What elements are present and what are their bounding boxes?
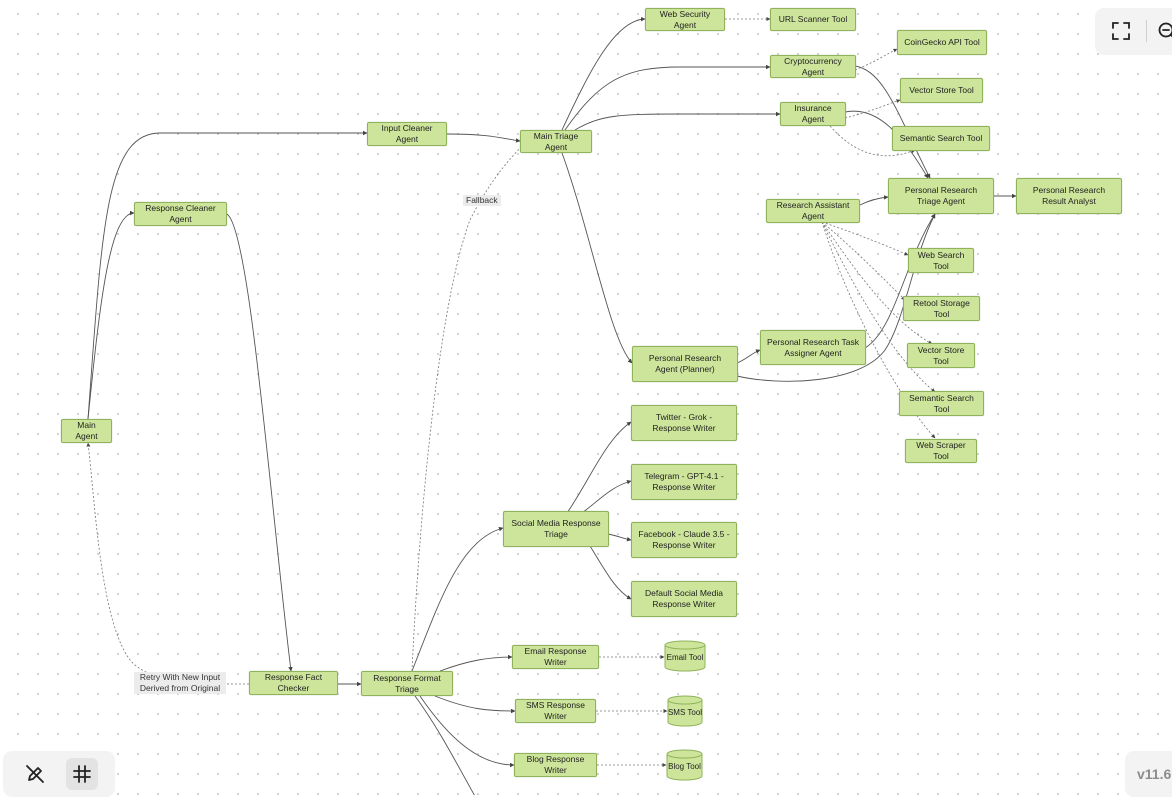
- node-response-cleaner-agent[interactable]: Response Cleaner Agent: [134, 202, 227, 226]
- edge-format-triage-offscreen: [415, 696, 476, 795]
- node-email-tool[interactable]: Email Tool: [664, 640, 706, 672]
- node-default-social-writer[interactable]: Default Social Media Response Writer: [631, 581, 737, 617]
- node-retool-storage-tool[interactable]: Retool Storage Tool: [903, 296, 980, 321]
- node-cryptocurrency-agent[interactable]: Cryptocurrency Agent: [770, 55, 856, 78]
- node-web-search-tool[interactable]: Web Search Tool: [908, 248, 974, 273]
- fullscreen-icon[interactable]: [1105, 15, 1137, 47]
- edge-ra-retool: [822, 222, 905, 300]
- edge-label-retry: Retry With New Input Derived from Origin…: [134, 672, 226, 694]
- node-twitter-response-writer[interactable]: Twitter - Grok - Response Writer: [631, 405, 737, 441]
- node-input-cleaner-agent[interactable]: Input Cleaner Agent: [367, 122, 447, 146]
- node-pr-planner-agent[interactable]: Personal Research Agent (Planner): [632, 346, 738, 382]
- edge-response-cleaner-fact-checker: [227, 214, 291, 671]
- db-label: Email Tool: [664, 653, 706, 662]
- db-label: SMS Tool: [667, 708, 703, 717]
- node-response-fact-checker[interactable]: Response Fact Checker: [249, 671, 338, 695]
- node-pr-task-assigner-agent[interactable]: Personal Research Task Assigner Agent: [760, 330, 866, 365]
- edge-planner-task-assigner: [737, 350, 760, 363]
- node-pr-result-analyst[interactable]: Personal Research Result Analyst: [1016, 178, 1122, 214]
- edge-retry-main: [88, 443, 249, 684]
- version-label: v11.6: [1137, 766, 1171, 782]
- view-controls-panel: [1095, 8, 1172, 55]
- node-main-triage-agent[interactable]: Main Triage Agent: [520, 130, 592, 153]
- node-response-format-triage[interactable]: Response Format Triage: [361, 671, 453, 696]
- node-telegram-response-writer[interactable]: Telegram - GPT-4.1 - Response Writer: [631, 464, 737, 500]
- node-insurance-agent[interactable]: Insurance Agent: [780, 102, 846, 126]
- bottom-tools-panel: [3, 751, 115, 797]
- node-facebook-response-writer[interactable]: Facebook - Claude 3.5 - Response Writer: [631, 522, 737, 558]
- version-panel: v11.6: [1125, 751, 1172, 797]
- db-label: Blog Tool: [666, 762, 703, 771]
- edge-main-triage-web-security: [562, 19, 645, 130]
- edge-format-triage-email: [440, 657, 512, 671]
- node-url-scanner-tool[interactable]: URL Scanner Tool: [770, 8, 856, 31]
- edge-main-triage-planner: [562, 153, 632, 363]
- edge-social-facebook: [608, 534, 631, 540]
- zoom-icon[interactable]: [1151, 15, 1172, 47]
- node-web-scraper-tool[interactable]: Web Scraper Tool: [905, 439, 977, 463]
- edge-task-assigner-pr-triage: [865, 214, 935, 348]
- node-semantic-search-tool-1[interactable]: Semantic Search Tool: [892, 126, 990, 151]
- edge-label-fallback: Fallback: [463, 195, 501, 206]
- edge-format-triage-sms: [435, 696, 515, 711]
- edge-input-cleaner-main-triage: [447, 134, 520, 141]
- edge-main-input-cleaner: [88, 133, 367, 419]
- edge-social-twitter: [565, 422, 631, 516]
- node-vector-store-tool-1[interactable]: Vector Store Tool: [900, 78, 983, 103]
- edge-format-triage-fallback: [412, 132, 538, 671]
- edge-format-triage-social: [412, 528, 503, 671]
- pen-off-icon[interactable]: [19, 758, 51, 790]
- edge-main-response-cleaner: [88, 213, 134, 419]
- node-blog-tool[interactable]: Blog Tool: [666, 749, 703, 781]
- node-email-response-writer[interactable]: Email Response Writer: [512, 645, 599, 669]
- edge-research-assistant-pr-triage: [860, 197, 888, 205]
- edge-ra-web-search: [822, 222, 908, 255]
- edge-ra-vector-store: [822, 222, 932, 344]
- node-research-assistant-agent[interactable]: Research Assistant Agent: [766, 199, 860, 223]
- node-semantic-search-tool-2[interactable]: Semantic Search Tool: [899, 391, 984, 416]
- node-sms-response-writer[interactable]: SMS Response Writer: [515, 699, 596, 723]
- node-coingecko-api-tool[interactable]: CoinGecko API Tool: [897, 30, 987, 55]
- node-sms-tool[interactable]: SMS Tool: [667, 695, 703, 727]
- node-vector-store-tool-2[interactable]: Vector Store Tool: [907, 343, 975, 368]
- node-main-agent[interactable]: Main Agent: [61, 419, 112, 443]
- grid-icon[interactable]: [66, 758, 98, 790]
- node-web-security-agent[interactable]: Web Security Agent: [645, 8, 725, 31]
- node-pr-triage-agent[interactable]: Personal Research Triage Agent: [888, 178, 994, 214]
- node-blog-response-writer[interactable]: Blog Response Writer: [514, 753, 597, 777]
- node-social-media-triage[interactable]: Social Media Response Triage: [503, 511, 609, 547]
- edge-social-default: [590, 546, 631, 599]
- edge-main-triage-insurance: [575, 114, 780, 130]
- edge-crypto-coingecko: [855, 49, 897, 70]
- divider: [1146, 20, 1147, 42]
